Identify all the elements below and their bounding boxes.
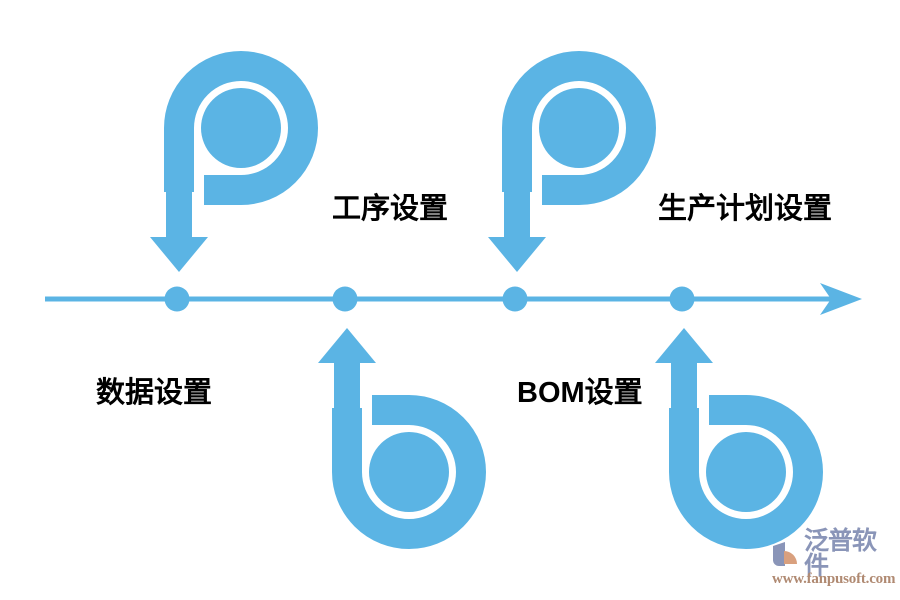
timeline-node-step-2[interactable] <box>332 286 358 312</box>
timeline-node-step-3[interactable] <box>502 286 528 312</box>
watermark-brand-row: 泛普软件 <box>772 529 896 579</box>
marker-step-4 <box>655 328 823 549</box>
marker-step-3 <box>488 51 656 272</box>
watermark-url-text: www.fanpusoft.com <box>772 571 896 587</box>
fanpusoft-logo-icon <box>773 542 797 566</box>
timeline-node-step-1[interactable] <box>164 286 190 312</box>
timeline-node-step-4[interactable] <box>669 286 695 312</box>
marker-step-1 <box>150 51 318 272</box>
watermark: 泛普软件 www.fanpusoft.com <box>772 529 896 590</box>
timeline-arrowhead-icon <box>820 283 862 315</box>
step-label-bom-settings: BOM设置 <box>517 377 643 409</box>
marker-step-2 <box>318 328 486 549</box>
step-label-process-settings: 工序设置 <box>332 193 449 225</box>
step-label-data-settings: 数据设置 <box>96 377 213 409</box>
watermark-brand-text: 泛普软件 <box>804 527 877 580</box>
step-label-production-plan-settings: 生产计划设置 <box>658 193 833 225</box>
